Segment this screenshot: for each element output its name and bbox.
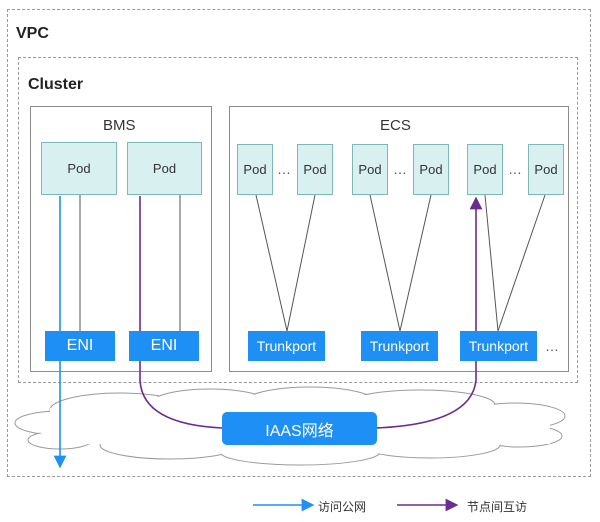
ecs-ellipsis-3: … bbox=[508, 161, 523, 177]
bms-pod-1: Pod bbox=[41, 142, 117, 195]
iaas-network: IAAS网络 bbox=[222, 412, 377, 445]
ecs-label: ECS bbox=[380, 117, 411, 134]
eni-2: ENI bbox=[129, 331, 199, 361]
ecs-pod-5: Pod bbox=[467, 144, 503, 195]
ecs-ellipsis-1: … bbox=[277, 161, 292, 177]
legend-public-access-label: 访问公网 bbox=[318, 500, 367, 514]
bms-label: BMS bbox=[103, 117, 136, 134]
ecs-pod-2: Pod bbox=[297, 144, 333, 195]
ecs-links bbox=[255, 194, 546, 332]
legend-inter-node-label: 节点间互访 bbox=[467, 500, 528, 514]
cluster-label: Cluster bbox=[28, 76, 84, 93]
ecs-pod-3: Pod bbox=[352, 144, 388, 195]
ecs-pod-1: Pod bbox=[237, 144, 273, 195]
cluster-boundary bbox=[18, 57, 578, 383]
ecs-pod-4: Pod bbox=[413, 144, 449, 195]
trunkport-2: Trunkport bbox=[361, 331, 438, 361]
eni-1: ENI bbox=[45, 331, 115, 361]
ecs-ellipsis-2: … bbox=[393, 161, 408, 177]
bms-pod-2: Pod bbox=[127, 142, 202, 195]
trunkport-ellipsis: … bbox=[545, 338, 560, 354]
vpc-boundary bbox=[7, 9, 591, 477]
ecs-pod-6: Pod bbox=[528, 144, 564, 195]
trunkport-3: Trunkport bbox=[460, 331, 537, 361]
trunkport-1: Trunkport bbox=[248, 331, 325, 361]
vpc-label: VPC bbox=[16, 25, 49, 42]
